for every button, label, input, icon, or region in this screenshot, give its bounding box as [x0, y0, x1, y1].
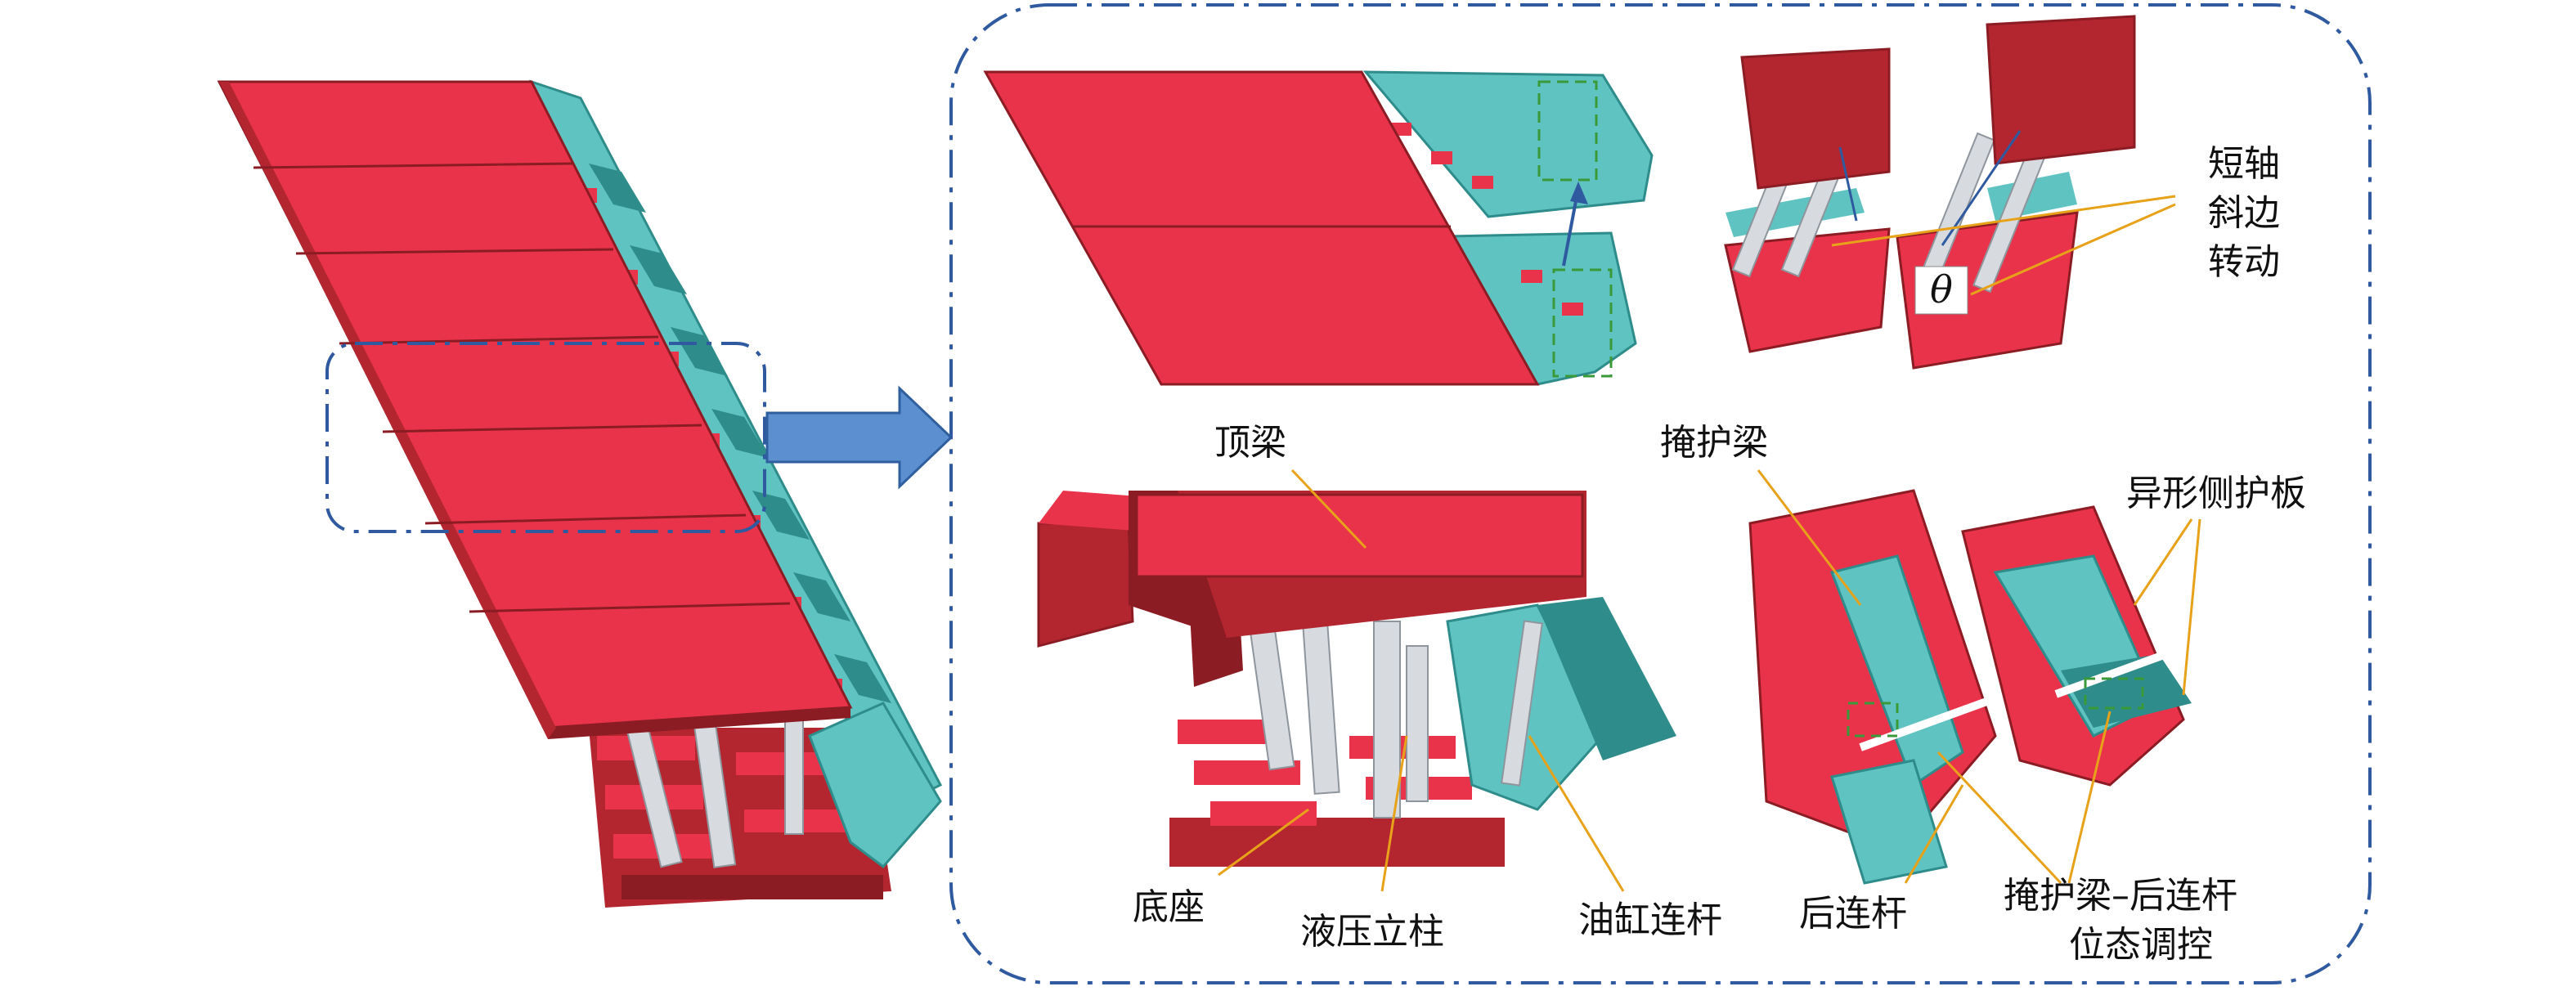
label-control-1: 掩护梁–后连杆 — [2004, 875, 2237, 917]
label-short-axis-2: 斜边 — [2208, 192, 2280, 234]
label-base: 底座 — [1133, 886, 1205, 928]
label-shield-beam: 掩护梁 — [1660, 422, 1768, 464]
panel-top-view — [983, 70, 1654, 386]
label-special-side-guard: 异形侧护板 — [2126, 473, 2306, 514]
label-short-axis-1: 短轴 — [2208, 143, 2280, 185]
canopy — [217, 80, 853, 739]
label-hydraulic-column: 液压立柱 — [1300, 911, 1444, 953]
panel-rear-view — [1748, 469, 2201, 885]
panel-rotation-view: θ — [1724, 15, 2176, 370]
callout-frame — [949, 3, 2372, 984]
label-cylinder-link: 油缸连杆 — [1578, 899, 1722, 941]
label-short-axis-3: 转动 — [2208, 241, 2280, 283]
panel-front-view — [1037, 469, 1676, 892]
label-control-2: 位态调控 — [2069, 924, 2213, 966]
label-top-beam: 顶梁 — [1214, 422, 1286, 464]
right-block-arrow-icon — [765, 385, 954, 490]
detail-selection-box — [325, 342, 766, 533]
lower-body — [589, 702, 942, 908]
full-support-view — [217, 79, 943, 908]
label-rear-link: 后连杆 — [1799, 893, 1907, 935]
annotation-labels: 短轴 斜边 转动 顶梁 掩护梁 异形侧护板 底座 液压立柱 油缸连杆 后连杆 掩… — [1133, 143, 2306, 966]
theta-label: θ — [1930, 267, 1953, 312]
